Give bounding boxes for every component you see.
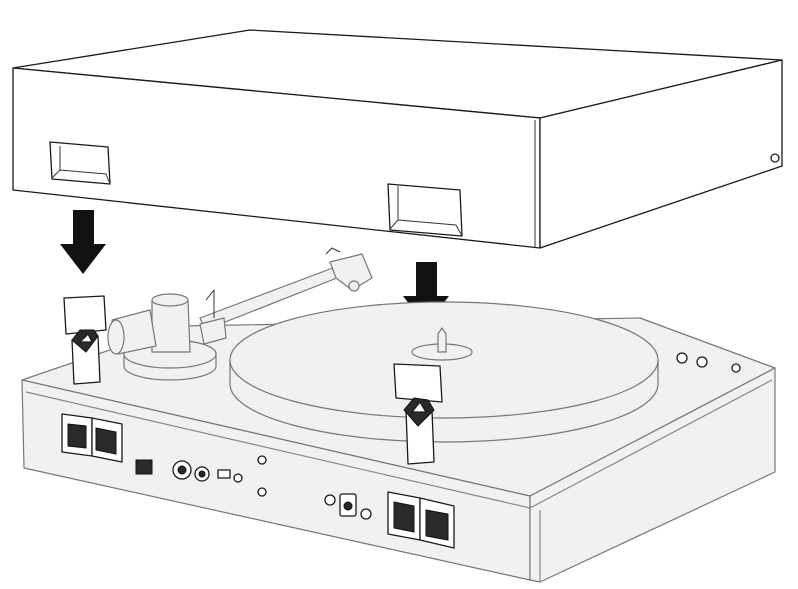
platter	[229, 301, 659, 443]
ground-terminal-icon	[135, 459, 153, 475]
cover-knob-icon	[770, 153, 780, 163]
screw-icon	[257, 455, 267, 465]
arm-rest	[199, 317, 227, 345]
arrow-down-icon	[60, 210, 106, 274]
control-button-icon	[731, 363, 741, 373]
headshell	[329, 253, 373, 291]
hinge-right	[393, 363, 443, 465]
switch-icon	[217, 469, 231, 479]
hinge-socket-left	[61, 413, 123, 463]
tonearm	[107, 247, 373, 381]
screw-icon	[257, 487, 267, 497]
dust-cover	[12, 29, 783, 249]
cover-hinge-slot-left	[49, 141, 111, 185]
top-controls	[676, 352, 741, 373]
cover-hinge-slot-right	[387, 183, 463, 237]
tonearm-pivot	[151, 299, 191, 353]
dust-cover-side	[539, 59, 783, 249]
control-button-icon	[676, 352, 688, 364]
hinge-plate	[63, 295, 107, 335]
control-button-icon	[696, 356, 708, 368]
base-side-face	[529, 367, 776, 583]
hinge-socket-right	[387, 491, 455, 549]
spindle-icon	[437, 327, 447, 353]
hinge-left	[63, 295, 107, 385]
hinge-plate	[393, 363, 443, 403]
rear-connectors	[135, 455, 372, 520]
